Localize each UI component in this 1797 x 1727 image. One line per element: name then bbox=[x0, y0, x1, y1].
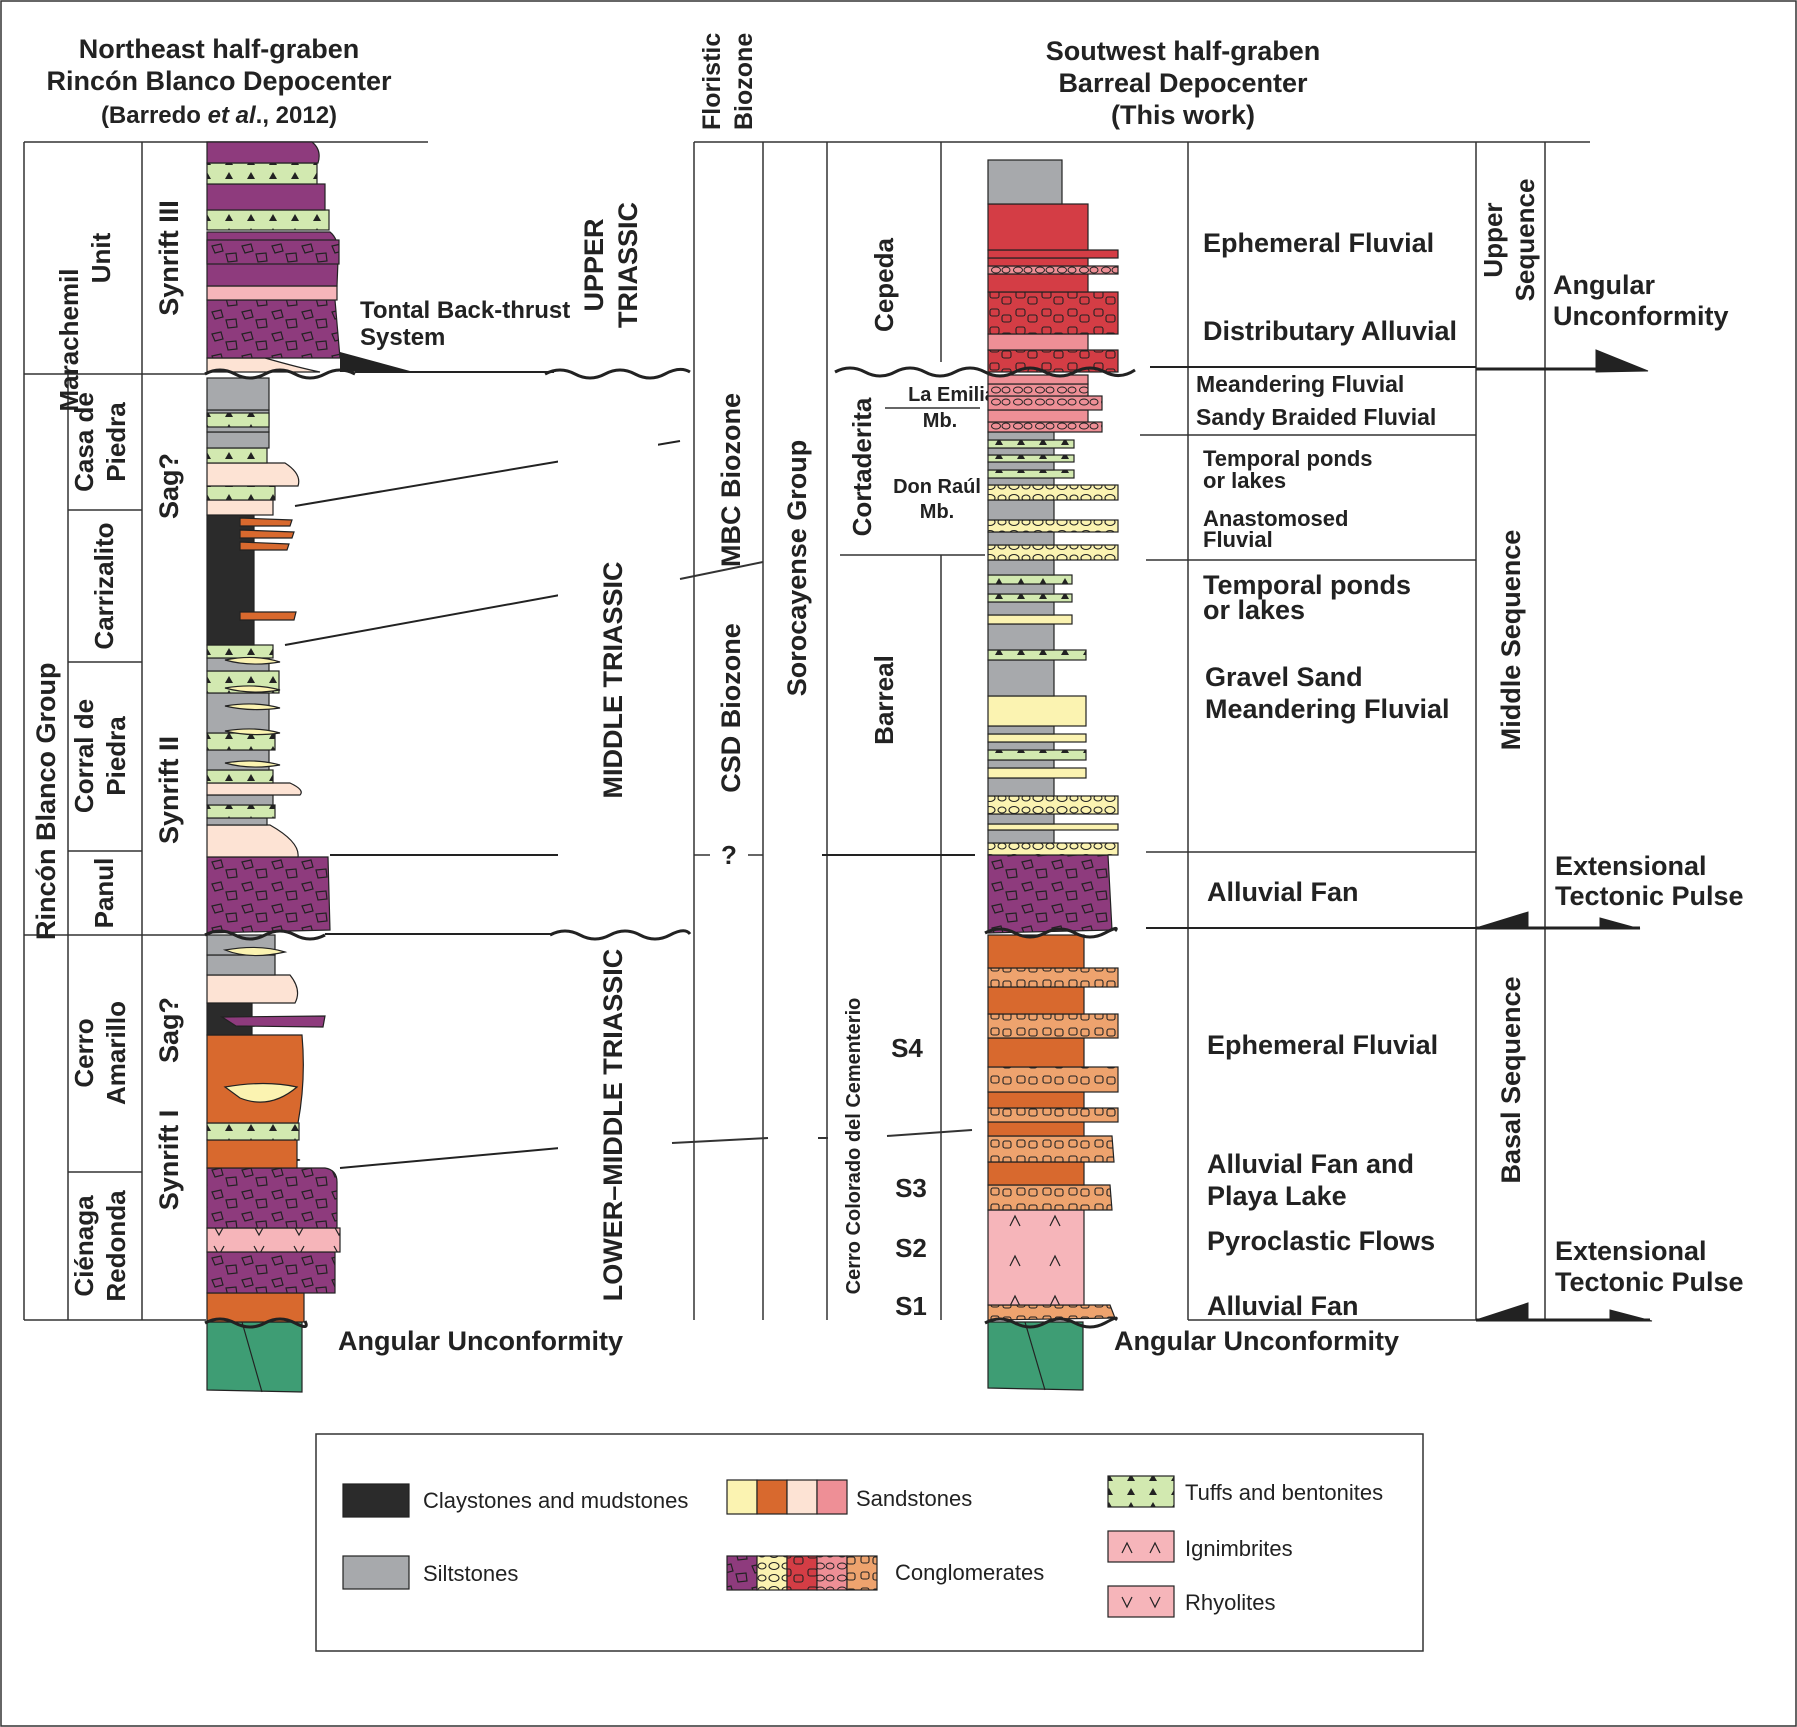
seq-middle: Middle Sequence bbox=[1496, 530, 1526, 751]
env-anastomosed-1: Anastomosed bbox=[1203, 506, 1348, 531]
legend-box bbox=[315, 1433, 1424, 1652]
cienaga-redonda-label-2: Redonda bbox=[101, 1190, 131, 1302]
csd-biozone-label: CSD Biozone bbox=[716, 623, 746, 793]
angular-unconformity-left: Angular Unconformity bbox=[338, 1326, 623, 1356]
age-label-mask-lower bbox=[558, 945, 658, 1310]
panul-label: Panul bbox=[89, 858, 119, 929]
age-upper-line1: UPPER bbox=[579, 218, 609, 311]
rincon-blanco-group-label: Rincón Blanco Group bbox=[31, 662, 61, 940]
legend-rhyolites: Rhyolites bbox=[1185, 1590, 1275, 1615]
cortaderita-label: Cortaderita bbox=[847, 397, 877, 536]
env-fan-playa-2: Playa Lake bbox=[1207, 1181, 1347, 1211]
age-upper-line2: TRIASSIC bbox=[613, 202, 643, 328]
tontal-label-1: Tontal Back-thrust bbox=[360, 297, 570, 324]
casa-de-piedra-label-2: Piedra bbox=[101, 402, 131, 482]
event-angular-2: Unconformity bbox=[1553, 301, 1729, 331]
sw-unconformity-lines bbox=[834, 366, 1476, 1329]
cienaga-redonda-label-1: Ciénaga bbox=[69, 1195, 99, 1297]
casa-de-piedra-label-1: Casa de bbox=[69, 392, 99, 492]
cepeda-label: Cepeda bbox=[869, 238, 899, 332]
age-lower-middle-triassic: LOWER–MIDDLE TRIASSIC bbox=[598, 949, 628, 1302]
env-temporal-ponds-1a: Temporal ponds bbox=[1203, 446, 1373, 471]
env-ephemeral-fluvial-low: Ephemeral Fluvial bbox=[1207, 1030, 1438, 1060]
sw-title-line3: (This work) bbox=[1111, 100, 1255, 130]
corral-de-piedra-label-1: Corral de bbox=[69, 699, 99, 813]
event-ext-1b: Tectonic Pulse bbox=[1555, 881, 1744, 911]
carrizalito-label: Carrizalito bbox=[89, 522, 119, 649]
age-middle-triassic: MIDDLE TRIASSIC bbox=[598, 561, 628, 798]
cerro-colorado-label: Cerro Colorado del Cementerio bbox=[843, 998, 865, 1295]
marachemil-label-2: Unit bbox=[86, 232, 116, 283]
seq-upper-line1: Upper bbox=[1478, 202, 1508, 277]
ne-table-lines bbox=[23, 141, 428, 1321]
env-alluvial-fan: Alluvial Fan bbox=[1207, 877, 1359, 907]
s1-label: S1 bbox=[895, 1291, 927, 1321]
env-meandering-fluvial: Meandering Fluvial bbox=[1196, 371, 1404, 397]
sorocayense-group-label: Sorocayense Group bbox=[782, 440, 812, 697]
env-temporal-ponds-1b: or lakes bbox=[1203, 468, 1286, 493]
mbc-biozone-label: MBC Biozone bbox=[716, 393, 746, 567]
sag-upper-label: Sag? bbox=[154, 453, 184, 519]
tontal-label-2: System bbox=[360, 324, 445, 351]
ne-unconformity-lines bbox=[204, 367, 692, 1329]
env-gravel-sand-2: Meandering Fluvial bbox=[1205, 694, 1450, 724]
don-raul-label-2: Mb. bbox=[920, 501, 954, 523]
env-sandy-braided-fluvial: Sandy Braided Fluvial bbox=[1196, 404, 1436, 430]
seq-upper-line2: Sequence bbox=[1510, 179, 1540, 302]
marachemil-label-1: Marachemil bbox=[54, 268, 84, 411]
legend-siltstones: Siltstones bbox=[423, 1561, 518, 1586]
biozone-question-mark: ? bbox=[721, 840, 737, 870]
s3-label: S3 bbox=[895, 1173, 927, 1203]
s4-label: S4 bbox=[891, 1033, 923, 1063]
cerro-amarillo-label-2: Amarillo bbox=[101, 1001, 131, 1105]
legend-ignimbrites: Ignimbrites bbox=[1185, 1536, 1293, 1561]
don-raul-label-1: Don Raúl bbox=[893, 476, 981, 498]
legend-conglomerates: Conglomerates bbox=[895, 1560, 1044, 1585]
sw-table-lines bbox=[822, 141, 1590, 1321]
la-emilia-label-1: La Emilia bbox=[908, 384, 997, 406]
synrift-ii-label: Synrift II bbox=[154, 736, 184, 844]
cerro-amarillo-label-1: Cerro bbox=[69, 1018, 99, 1087]
env-fan-playa-1: Alluvial Fan and bbox=[1207, 1149, 1414, 1179]
legend-tuffs: Tuffs and bentonites bbox=[1185, 1480, 1383, 1505]
env-temporal-ponds-2a: Temporal ponds bbox=[1203, 570, 1411, 600]
env-temporal-ponds-2b: or lakes bbox=[1203, 595, 1305, 625]
legend-swatches bbox=[342, 1475, 1175, 1618]
corral-de-piedra-label-2: Piedra bbox=[101, 716, 131, 796]
legend-sandstones: Sandstones bbox=[856, 1486, 972, 1511]
ne-citation: (Barredo et al., 2012) bbox=[101, 102, 337, 129]
legend-swatch-symbols bbox=[1121, 1541, 1161, 1609]
sw-title-line2: Barreal Depocenter bbox=[1058, 68, 1308, 98]
floristic-header-line1: Floristic bbox=[698, 33, 726, 130]
event-ext-2b: Tectonic Pulse bbox=[1555, 1267, 1744, 1297]
age-label-mask-middle bbox=[558, 380, 658, 920]
env-anastomosed-2: Fluvial bbox=[1203, 527, 1273, 552]
tontal-thrust-arrow bbox=[340, 352, 410, 372]
barreal-label: Barreal bbox=[869, 655, 899, 745]
env-ephemeral-fluvial-top: Ephemeral Fluvial bbox=[1203, 228, 1434, 258]
env-gravel-sand-1: Gravel Sand bbox=[1205, 662, 1363, 692]
env-pyroclastic-flows: Pyroclastic Flows bbox=[1207, 1226, 1435, 1256]
event-angular-1: Angular bbox=[1553, 270, 1655, 300]
right-event-arrows bbox=[1475, 349, 1653, 1322]
la-emilia-label-2: Mb. bbox=[923, 410, 957, 432]
ne-title-line2: Rincón Blanco Depocenter bbox=[46, 66, 392, 96]
biozone-table-lines bbox=[671, 141, 828, 1320]
event-ext-2a: Extensional bbox=[1555, 1236, 1707, 1266]
synrift-i-label: Synrift I bbox=[154, 1110, 184, 1211]
sag-lower-label: Sag? bbox=[154, 997, 184, 1063]
sw-title-line1: Soutwest half-graben bbox=[1046, 36, 1321, 66]
angular-unconformity-right: Angular Unconformity bbox=[1114, 1326, 1399, 1356]
ne-stratigraphic-column bbox=[206, 141, 341, 1393]
env-distributary-alluvial: Distributary Alluvial bbox=[1203, 316, 1457, 346]
s2-label: S2 bbox=[895, 1233, 927, 1263]
ne-title-line1: Northeast half-graben bbox=[79, 34, 360, 64]
synrift-iii-label: Synrift III bbox=[154, 200, 184, 316]
env-alluvial-fan-base: Alluvial Fan bbox=[1207, 1291, 1359, 1321]
seq-basal: Basal Sequence bbox=[1496, 976, 1526, 1183]
floristic-header-line2: Biozone bbox=[730, 33, 758, 130]
event-ext-1a: Extensional bbox=[1555, 851, 1707, 881]
legend-claystones: Claystones and mudstones bbox=[423, 1488, 688, 1513]
